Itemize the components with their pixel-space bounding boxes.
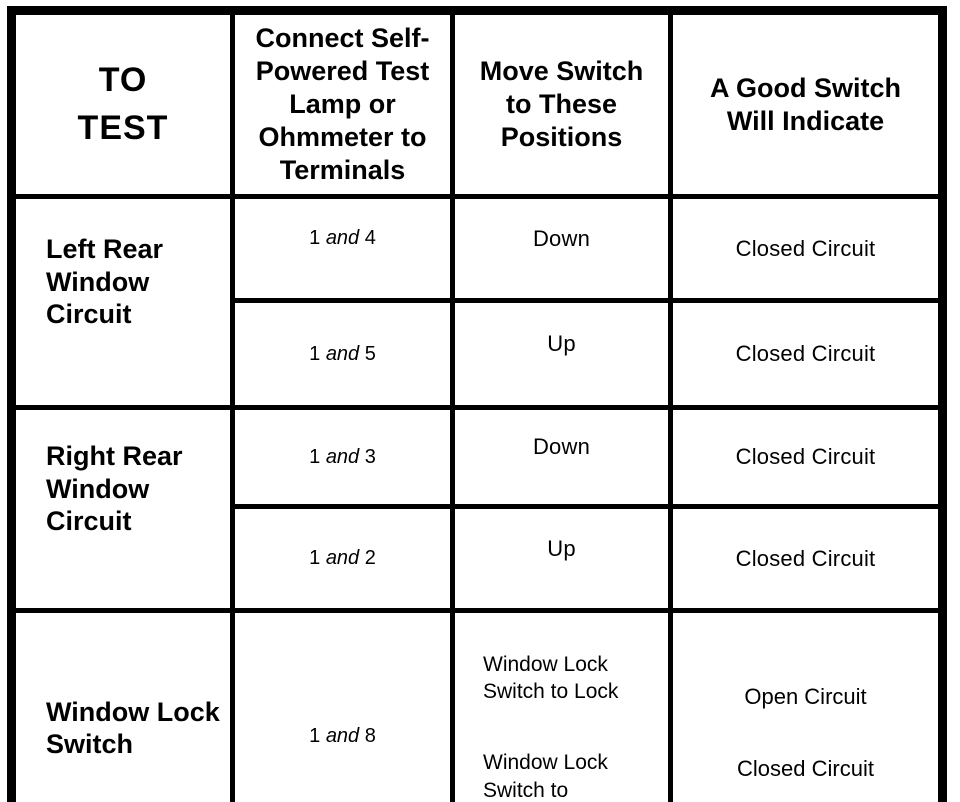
- indication-cell: Closed Circuit: [668, 194, 945, 303]
- terminal-second: 5: [364, 342, 376, 365]
- terminal-first: 1: [309, 342, 321, 365]
- position-cell: Up: [450, 504, 673, 613]
- terminals-cell: 1 and 3: [230, 405, 455, 509]
- terminal-conjunction: and: [325, 724, 360, 747]
- indication-closed-circuit: Closed Circuit: [737, 756, 874, 782]
- indication-cell: Closed Circuit: [668, 298, 945, 410]
- terminals-cell: 1 and 8: [230, 608, 455, 802]
- terminal-conjunction: and: [325, 227, 360, 249]
- header-connect-terminals: Connect Self- Powered Test Lamp or Ohmme…: [230, 8, 455, 199]
- position-lock: Window Lock Switch to Lock: [483, 652, 619, 704]
- terminal-first: 1: [309, 227, 321, 249]
- table-row: Left Rear Window Circuit 1 and 4 Down Cl…: [9, 194, 945, 410]
- table-row: 1 and 2 Up Closed Circuit: [12, 504, 945, 613]
- position-cell: Down: [450, 194, 673, 303]
- header-move-switch: Move Switch to These Positions: [450, 8, 673, 199]
- terminal-second: 8: [364, 724, 376, 747]
- indication-cell: Closed Circuit: [668, 405, 945, 509]
- group-label-window-lock-switch: Window Lock Switch: [9, 608, 235, 802]
- table-row: Window Lock Switch 1 and 8 Window Lock S…: [9, 608, 945, 802]
- indication-cell: Closed Circuit: [668, 504, 945, 613]
- header-row: TO TEST Connect Self- Powered Test Lamp …: [9, 8, 945, 199]
- group-label-left-rear-window: Left Rear Window Circuit: [9, 194, 235, 410]
- terminal-conjunction: and: [325, 445, 360, 468]
- terminals-cell: 1 and 2: [230, 504, 455, 613]
- table-row: 1 and 5 Up Closed Circuit: [12, 298, 945, 410]
- terminal-second: 4: [364, 227, 376, 249]
- position-unlock: Window Lock Switch to Unlock: [483, 750, 608, 802]
- indication-open-circuit: Open Circuit: [744, 684, 867, 710]
- terminal-conjunction: and: [325, 547, 360, 569]
- terminal-first: 1: [309, 724, 321, 747]
- terminal-second: 2: [364, 547, 376, 569]
- table-row: Right Rear Window Circuit 1 and 3 Down C…: [9, 405, 945, 613]
- group-label-right-rear-window: Right Rear Window Circuit: [9, 405, 235, 613]
- terminal-conjunction: and: [325, 342, 360, 365]
- terminal-first: 1: [309, 445, 321, 468]
- terminals-cell: 1 and 5: [230, 298, 455, 410]
- terminals-cell: 1 and 4: [230, 194, 455, 303]
- position-cell: Window Lock Switch to Lock Window Lock S…: [450, 608, 673, 802]
- header-good-switch-indicate: A Good Switch Will Indicate: [668, 8, 945, 199]
- position-cell: Down: [450, 405, 673, 509]
- terminal-first: 1: [309, 547, 321, 569]
- switch-test-table: TO TEST Connect Self- Powered Test Lamp …: [7, 6, 947, 802]
- position-cell: Up: [450, 298, 673, 410]
- terminal-second: 3: [364, 445, 376, 468]
- header-to-test: TO TEST: [9, 8, 235, 199]
- indication-cell: Open Circuit Closed Circuit: [668, 608, 945, 802]
